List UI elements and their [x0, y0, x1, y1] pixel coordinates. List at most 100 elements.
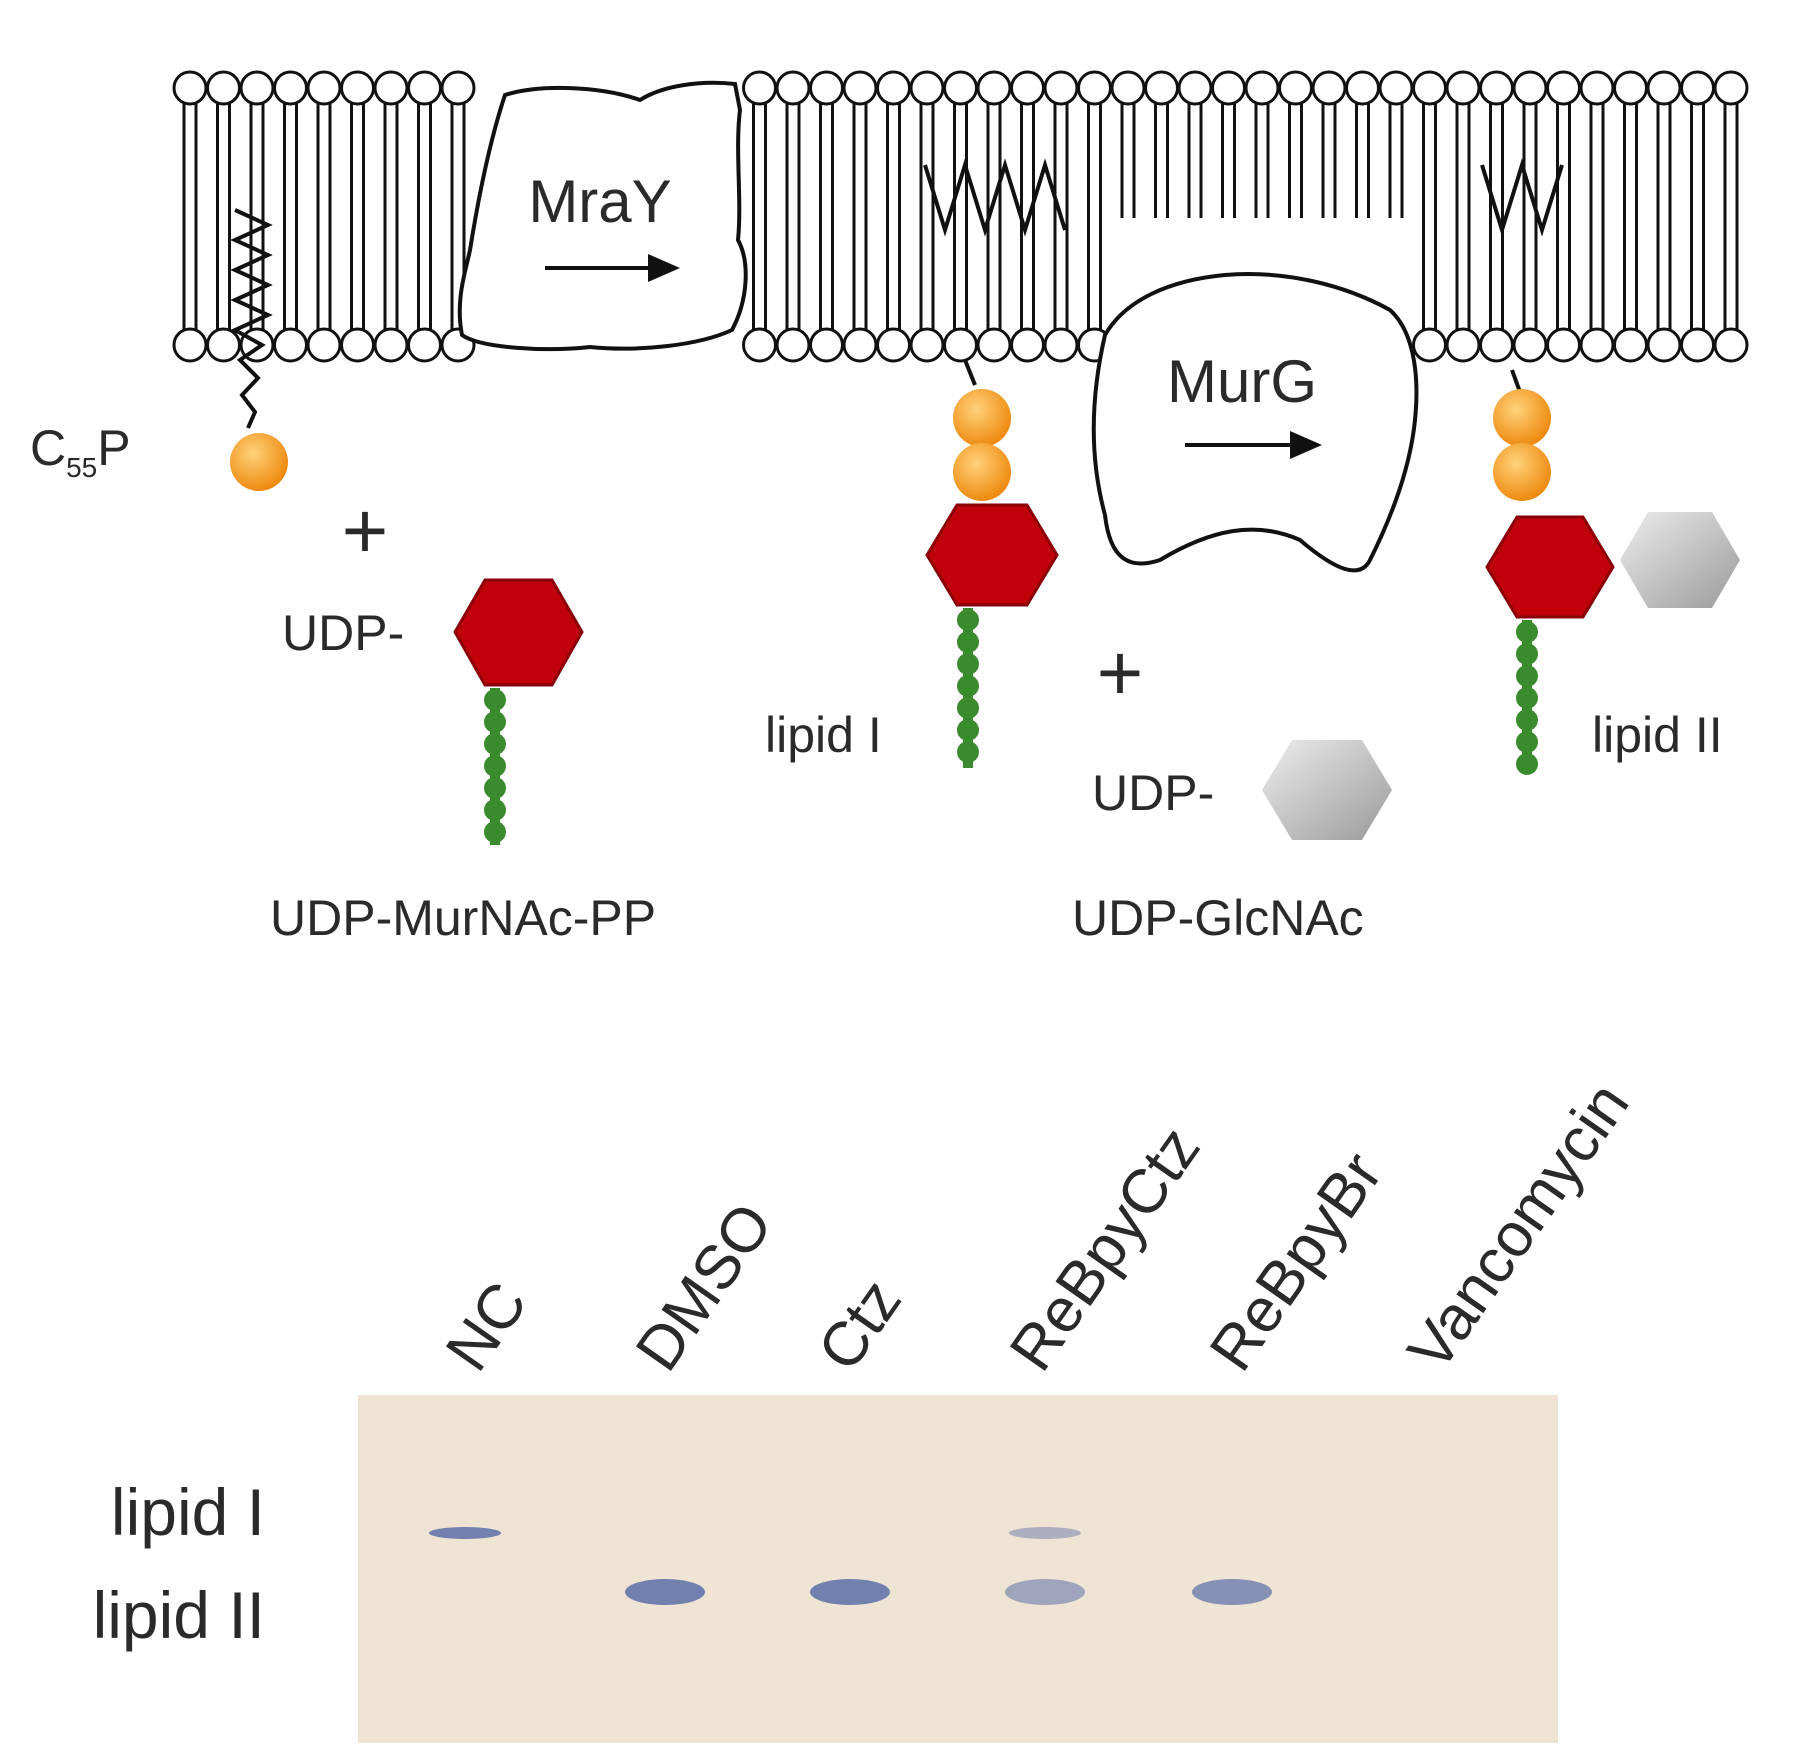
phosphate-icon: [230, 433, 288, 491]
lipid-ii-molecule: [1480, 158, 1740, 775]
lipid-head: [1211, 70, 1246, 106]
udp-murnac-pp-label: UDP-MurNAc-PP: [270, 890, 656, 946]
glcnac-hexagon-icon: [1620, 512, 1740, 608]
lipid-head: [943, 70, 978, 106]
lipid-head: [1043, 327, 1079, 363]
lipid-head: [340, 70, 375, 106]
lipid-head: [1479, 327, 1514, 363]
lipid-head: [1613, 327, 1648, 363]
lane-label-nc: NC: [433, 1270, 541, 1383]
lipid-head: [1010, 327, 1045, 363]
gel-band: [1009, 1527, 1081, 1539]
phosphate-icon: [1493, 389, 1551, 447]
lipid-head: [909, 327, 945, 363]
lipid-head: [1110, 70, 1146, 106]
lipid-head: [909, 70, 945, 106]
phosphate-icon: [953, 389, 1011, 447]
lipid-ii-label: lipid II: [1592, 707, 1723, 763]
lipid-head: [172, 327, 208, 363]
lane-label-ctz: Ctz: [805, 1267, 915, 1383]
c55p-label: C55P: [30, 420, 131, 483]
phosphate-icon: [1493, 443, 1551, 501]
lipid-head: [1244, 70, 1280, 106]
gel-band: [625, 1579, 705, 1605]
murg-arrow-icon: [1185, 431, 1322, 459]
gel-band: [429, 1527, 501, 1539]
lipid-head: [1512, 70, 1548, 106]
lipid-head: [1144, 70, 1179, 106]
lipid-head: [1646, 327, 1682, 363]
lipid-head: [239, 70, 275, 106]
murnac-hexagon-icon: [453, 578, 584, 687]
lipid-head: [809, 70, 844, 106]
udp-prefix-murnac: UDP-: [282, 605, 404, 661]
lipid-head: [340, 327, 375, 363]
udp-prefix-glcnac: UDP-: [1092, 765, 1214, 821]
lipid-head: [742, 70, 777, 106]
lipid-head: [306, 327, 342, 363]
peptide-chain-icon: [484, 688, 506, 845]
murg-enzyme: MurG: [1091, 272, 1419, 573]
mray-label: MraY: [528, 168, 671, 235]
lipid-head: [206, 70, 241, 106]
peptide-chain-icon: [1516, 620, 1538, 775]
phosphate-icon: [953, 443, 1011, 501]
lipid-head: [742, 327, 777, 363]
lipid-head: [407, 70, 442, 106]
lipid-head: [1579, 327, 1615, 363]
lipid-head: [1646, 70, 1682, 106]
lipid-head: [306, 70, 342, 106]
lipid-head: [1713, 70, 1749, 106]
lipid-head: [1713, 327, 1749, 363]
lipid-head: [1445, 327, 1481, 363]
c55p-carrier: [230, 208, 288, 491]
lipid-head: [1177, 70, 1213, 106]
tlc-gel: [358, 1395, 1558, 1743]
gel-band: [1192, 1579, 1272, 1605]
lipid-head: [842, 70, 878, 106]
lipid-head: [775, 327, 811, 363]
lipid-head: [373, 70, 409, 106]
lipid-head: [976, 70, 1012, 106]
gel-band: [1005, 1579, 1085, 1605]
plus-sign: +: [342, 486, 389, 575]
lipid-head: [1043, 70, 1079, 106]
gel-row-label-lipid-i: lipid I: [111, 1475, 265, 1549]
lipid-head: [876, 327, 911, 363]
mray-arrow-icon: [545, 254, 680, 282]
lipid-head: [1680, 70, 1715, 106]
lipid-head: [943, 327, 978, 363]
lipid-head: [1613, 70, 1648, 106]
lipid-head: [1412, 70, 1447, 106]
lipid-i-label: lipid I: [765, 707, 882, 763]
plus-sign: +: [1097, 628, 1144, 717]
murnac-hexagon-icon: [925, 503, 1059, 607]
lipid-head: [809, 327, 844, 363]
mray-enzyme: MraY: [457, 80, 748, 352]
lipid-head: [1412, 327, 1447, 363]
lipid-head: [273, 327, 308, 363]
lipid-head: [1445, 70, 1481, 106]
lane-label-rebpyctz: ReBpyCtz: [997, 1115, 1214, 1383]
gel-bands: [429, 1527, 1272, 1605]
lipid-head: [407, 327, 442, 363]
lipid-i-molecule: [923, 158, 1067, 768]
gel-band: [810, 1579, 890, 1605]
udp-glcnac-label: UDP-GlcNAc: [1072, 890, 1364, 946]
lipid-head: [775, 70, 811, 106]
lipid-bilayer-membrane: [172, 70, 1749, 363]
murg-label: MurG: [1167, 348, 1317, 415]
murnac-hexagon-icon: [1485, 515, 1615, 619]
lipid-head: [206, 327, 241, 363]
lipid-head: [1546, 70, 1581, 106]
lipid-head: [1479, 70, 1514, 106]
lipid-head: [876, 70, 911, 106]
lane-label-dmso: DMSO: [623, 1191, 786, 1383]
lane-labels: NC DMSO Ctz ReBpyCtz ReBpyBr Vancomycin: [433, 1071, 1643, 1383]
peptide-chain-icon: [957, 608, 979, 768]
gel-row-label-lipid-ii: lipid II: [93, 1578, 265, 1652]
lipid-head: [1680, 327, 1715, 363]
lane-label-rebpybr: ReBpyBr: [1197, 1140, 1396, 1383]
lipid-head: [1278, 70, 1313, 106]
